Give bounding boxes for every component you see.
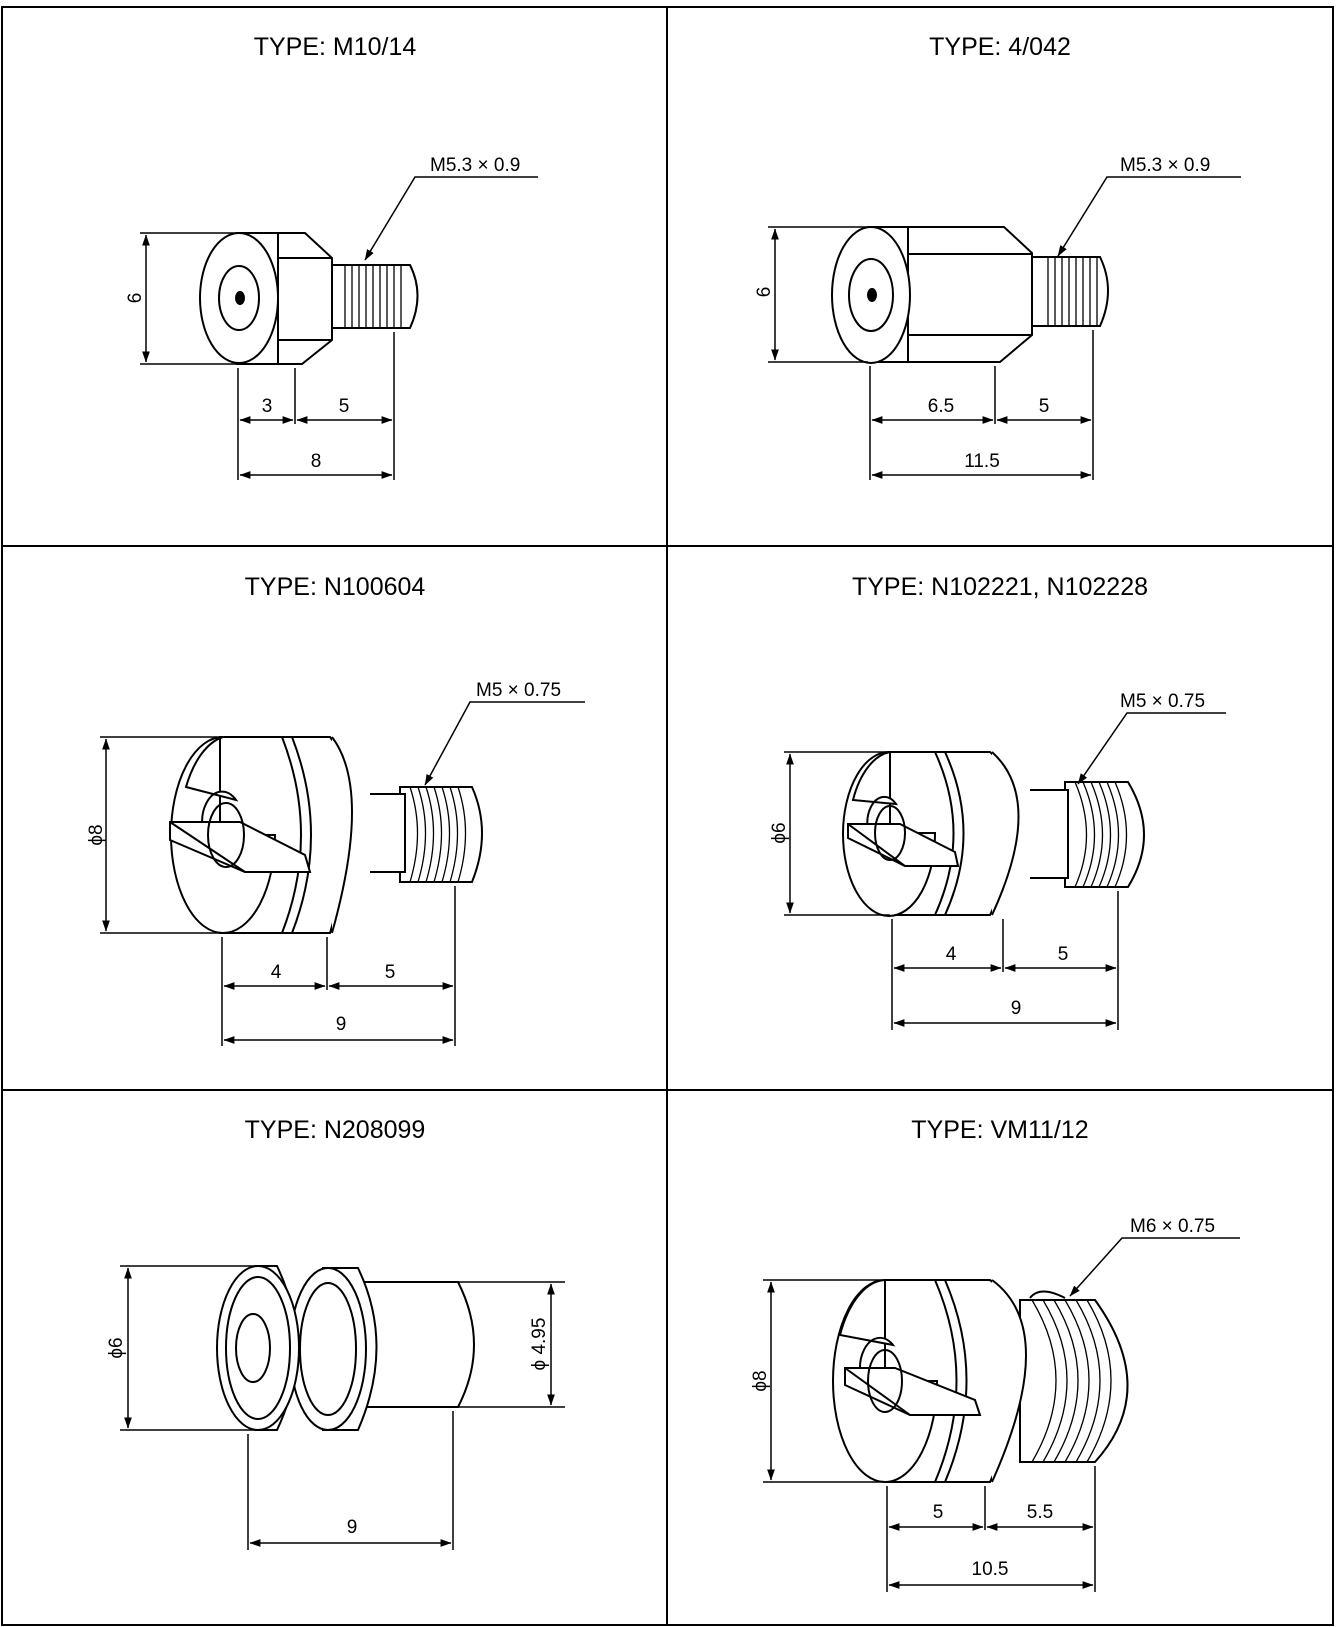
nozzle-drawing xyxy=(832,1279,1129,1483)
panel-vm11-12: TYPE: VM11/12 xyxy=(750,1116,1240,1592)
table-grid xyxy=(1,6,1334,1626)
thread-length-label: 5 xyxy=(1039,396,1050,417)
diameter-label: ϕ6 xyxy=(769,822,790,843)
panel-title: TYPE: N100604 xyxy=(245,573,426,601)
panel-title: TYPE: N208099 xyxy=(245,1116,426,1144)
panel-m10-14: TYPE: M10/14 xyxy=(125,33,538,480)
diameter-label: ϕ8 xyxy=(86,824,107,845)
nozzle-drawing xyxy=(216,1265,475,1431)
head-diameter-label: ϕ6 xyxy=(106,1337,127,1358)
height-label: 6 xyxy=(125,293,146,304)
thread-spec-label: M6 × 0.75 xyxy=(1130,1216,1215,1237)
body-length-label: 4 xyxy=(946,944,957,965)
thread-spec-label: M5.3 × 0.9 xyxy=(430,155,520,176)
shank-diameter-label: ϕ 4.95 xyxy=(529,1318,550,1371)
thread-length-label: 5 xyxy=(1058,944,1069,965)
total-length-label: 9 xyxy=(336,1014,347,1035)
total-length-label: 9 xyxy=(347,1517,358,1538)
body-length-label: 4 xyxy=(271,962,282,983)
panel-n102221-n102228: TYPE: N102221, N102228 xyxy=(769,573,1226,1030)
thread-length-label: 5.5 xyxy=(1027,1502,1053,1523)
panel-n100604: TYPE: N100604 xyxy=(86,573,585,1046)
thread-length-label: 5 xyxy=(339,396,350,417)
total-length-label: 8 xyxy=(311,451,322,472)
thread-spec-label: M5 × 0.75 xyxy=(476,680,561,701)
thread-spec-label: M5 × 0.75 xyxy=(1120,691,1205,712)
dimension-lines xyxy=(784,712,1226,1030)
height-label: 6 xyxy=(754,287,775,298)
body-length-label: 6.5 xyxy=(928,396,954,417)
diameter-label: ϕ8 xyxy=(750,1370,771,1391)
dimension-lines xyxy=(100,701,585,1046)
panel-title: TYPE: M10/14 xyxy=(254,33,417,61)
dimension-lines xyxy=(140,176,538,480)
dimension-lines xyxy=(763,1237,1240,1592)
nozzle-drawing xyxy=(842,750,1145,917)
panel-n208099: TYPE: N208099 ϕ6 ϕ 4.95 9 xyxy=(106,1116,565,1550)
thread-length-label: 5 xyxy=(385,962,396,983)
body-length-label: 5 xyxy=(933,1502,944,1523)
panel-title: TYPE: VM11/12 xyxy=(911,1116,1088,1144)
body-length-label: 3 xyxy=(262,396,273,417)
nozzle-drawing xyxy=(199,232,419,365)
nozzle-drawing xyxy=(169,736,483,934)
dimension-lines xyxy=(768,176,1241,480)
dimension-lines xyxy=(120,1265,565,1550)
total-length-label: 9 xyxy=(1011,998,1022,1019)
total-length-label: 10.5 xyxy=(972,1559,1009,1580)
total-length-label: 11.5 xyxy=(964,451,1000,472)
panel-title: TYPE: N102221, N102228 xyxy=(852,573,1148,601)
panel-title: TYPE: 4/042 xyxy=(929,33,1071,61)
thread-spec-label: M5.3 × 0.9 xyxy=(1120,155,1210,176)
panel-4-042: TYPE: 4/042 xyxy=(754,33,1241,480)
nozzle-drawing xyxy=(831,226,1109,364)
